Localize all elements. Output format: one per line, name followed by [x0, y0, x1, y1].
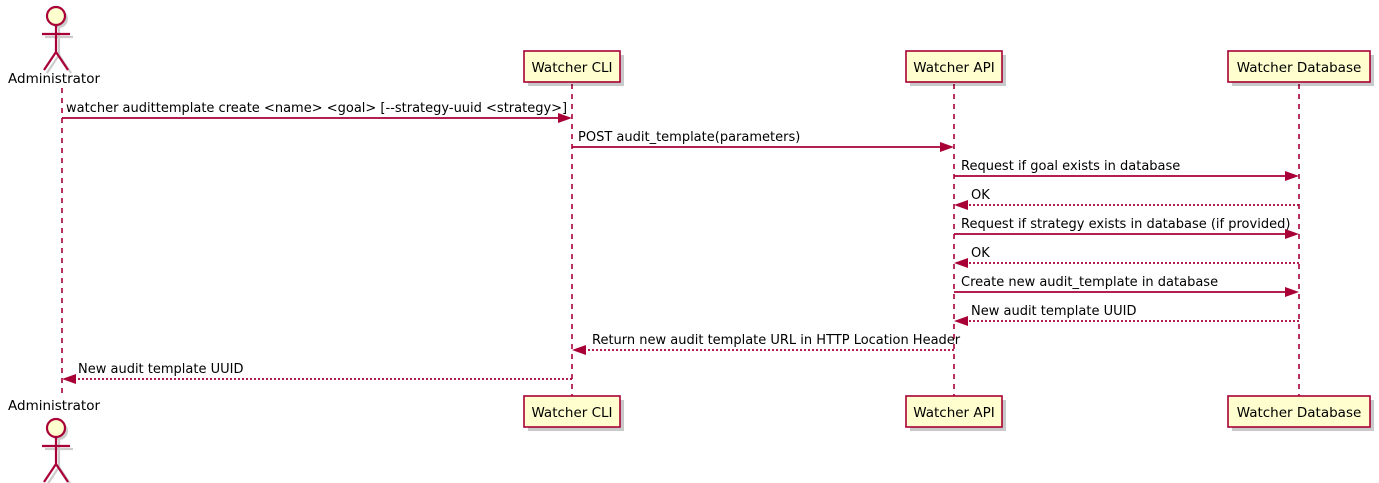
participant-box-watcher-cli-top[interactable]: Watcher CLI	[523, 50, 624, 86]
message-2[interactable]: POST audit_template(parameters)	[572, 130, 954, 152]
message-7[interactable]: Create new audit_template in database	[954, 275, 1299, 297]
arrowhead-right-icon	[940, 142, 954, 152]
message-label: Return new audit template URL in HTTP Lo…	[592, 333, 961, 348]
actor-body-icon	[42, 25, 70, 71]
arrowhead-left-icon	[954, 258, 968, 268]
message-4[interactable]: OK	[954, 188, 1299, 210]
arrowhead-right-icon	[1285, 229, 1299, 239]
message-6[interactable]: OK	[954, 246, 1299, 268]
arrowhead-left-icon	[954, 200, 968, 210]
participant-label-watcher-database-top: Watcher Database	[1237, 60, 1362, 76]
message-10[interactable]: New audit template UUID	[62, 362, 572, 384]
actor-head-icon	[45, 5, 67, 27]
participant-box-watcher-cli-bottom[interactable]: Watcher CLI	[523, 395, 624, 431]
actor-administrator-top: Administrator	[8, 5, 100, 87]
message-3[interactable]: Request if goal exists in database	[954, 159, 1299, 181]
message-label: New audit template UUID	[78, 362, 243, 377]
arrowhead-right-icon	[1285, 171, 1299, 181]
message-label: POST audit_template(parameters)	[578, 130, 800, 145]
message-9[interactable]: Return new audit template URL in HTTP Lo…	[572, 333, 961, 355]
message-8[interactable]: New audit template UUID	[954, 304, 1299, 326]
arrowhead-left-icon	[954, 316, 968, 326]
participant-box-watcher-api-top[interactable]: Watcher API	[905, 50, 1006, 86]
actor-head-icon	[45, 417, 67, 439]
participant-label-watcher-cli-bottom: Watcher CLI	[531, 405, 612, 421]
actor-label-administrator-top: Administrator	[8, 71, 100, 87]
message-1[interactable]: watcher audittemplate create <name> <goa…	[62, 101, 572, 123]
arrowhead-right-icon	[558, 113, 572, 123]
lifelines	[61, 84, 1300, 396]
participant-label-watcher-database-bottom: Watcher Database	[1237, 405, 1362, 421]
message-label: OK	[971, 246, 990, 261]
actor-label-administrator-bottom: Administrator	[8, 398, 100, 414]
participant-label-watcher-api-top: Watcher API	[913, 60, 995, 76]
message-label: New audit template UUID	[971, 304, 1136, 319]
message-label: Request if goal exists in database	[961, 159, 1180, 174]
arrowhead-left-icon	[572, 345, 586, 355]
arrowhead-right-icon	[1285, 287, 1299, 297]
message-label: watcher audittemplate create <name> <goa…	[66, 101, 567, 116]
participant-box-watcher-database-bottom[interactable]: Watcher Database	[1227, 395, 1374, 431]
participant-label-watcher-cli-top: Watcher CLI	[531, 60, 612, 76]
participant-box-watcher-api-bottom[interactable]: Watcher API	[905, 395, 1006, 431]
message-label: OK	[971, 188, 990, 203]
message-label: Request if strategy exists in database (…	[961, 217, 1290, 232]
participant-label-watcher-api-bottom: Watcher API	[913, 405, 995, 421]
arrowhead-left-icon	[62, 374, 76, 384]
message-label: Create new audit_template in database	[961, 275, 1218, 290]
actor-body-icon	[42, 437, 70, 483]
actor-administrator-bottom: Administrator	[8, 398, 100, 483]
participant-box-watcher-database-top[interactable]: Watcher Database	[1227, 50, 1374, 86]
message-5[interactable]: Request if strategy exists in database (…	[954, 217, 1299, 239]
